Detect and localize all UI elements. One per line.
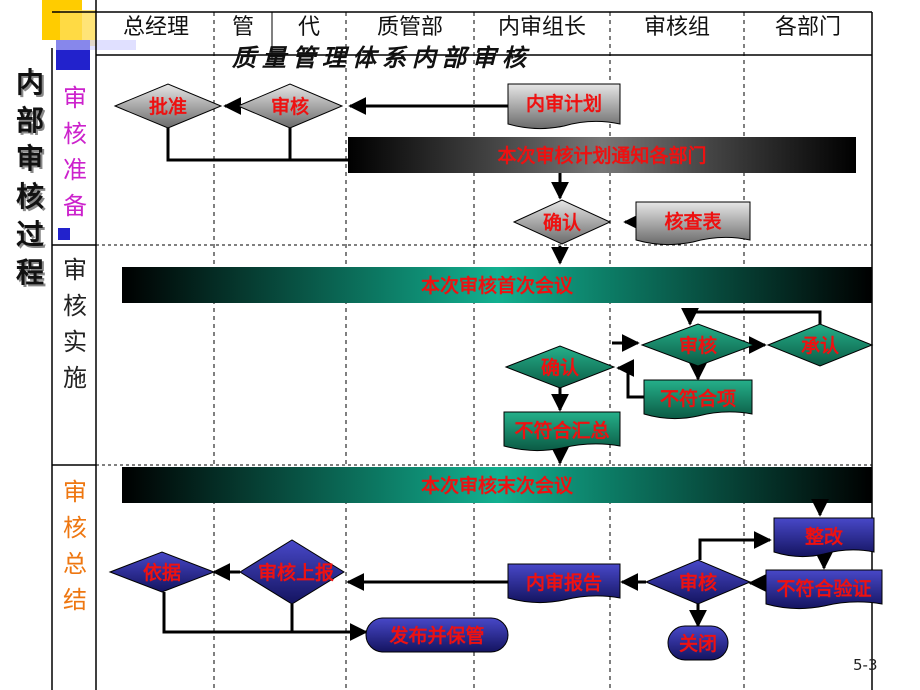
- column-header-general-manager: 总经理: [122, 15, 189, 40]
- confirm1-diamond: [512, 199, 612, 245]
- column-header-management: 管: [231, 15, 254, 40]
- column-header-quality-dept: 质管部: [376, 15, 443, 40]
- confirm2-diamond: [504, 345, 616, 389]
- review2-diamond: [640, 323, 756, 367]
- review3-label: 审核: [679, 571, 717, 594]
- review2-label: 审核: [679, 334, 717, 357]
- approve-label: 批准: [149, 96, 187, 118]
- vertical-title-char: 部: [15, 104, 44, 137]
- nc-summary-label: 不符合汇总: [514, 419, 609, 442]
- publish-terminator: [365, 617, 509, 653]
- review3-diamond: [644, 559, 752, 605]
- checklist-doc: [635, 201, 751, 246]
- vertical-title-char: 程: [15, 256, 44, 289]
- nonconformity-label: 不符合项: [660, 387, 736, 410]
- basis-label: 依据: [143, 561, 181, 584]
- node-shapes: [108, 83, 883, 661]
- review1-diamond: [236, 83, 344, 129]
- acknowledge-label: 承认: [801, 334, 839, 357]
- confirm2-label: 确认: [541, 356, 579, 379]
- acknowledge-diamond: [766, 323, 874, 367]
- slide-title: 质量管理体系内部审核: [232, 43, 532, 72]
- approve-diamond: [113, 83, 223, 129]
- rectify-doc: [773, 517, 875, 558]
- close-terminator: [667, 625, 729, 661]
- vertical-title-char: 内: [15, 66, 44, 99]
- nonconformity-doc: [643, 379, 753, 420]
- connectors: [162, 97, 833, 641]
- nc-verify-label: 不符合验证: [776, 577, 871, 600]
- nc-summary-doc: [503, 411, 621, 452]
- basis-diamond: [108, 551, 216, 593]
- column-header-representative: 代: [297, 15, 320, 40]
- audit-report-doc: [507, 563, 621, 604]
- final-meeting-bar: [122, 467, 872, 503]
- page-number: 5-3: [853, 656, 878, 674]
- phase-label-preparation: 审核 准备: [63, 84, 87, 220]
- phase-label-implementation: 审核 实施: [63, 256, 87, 392]
- first-meeting-bar-label: 本次审核首次会议: [421, 274, 574, 297]
- notify-bar-label: 本次审核计划通知各部门: [497, 144, 706, 167]
- audit-plan-doc: [507, 83, 621, 130]
- report-up-diamond: [239, 539, 345, 605]
- report-up-label: 审核上报: [258, 561, 334, 584]
- phase-label-summary: 审核 总结: [63, 478, 87, 614]
- publish-label: 发布并保管: [388, 624, 484, 647]
- audit-report-label: 内审报告: [526, 571, 602, 594]
- first-meeting-bar: [122, 267, 872, 303]
- audit-plan-label: 内审计划: [526, 92, 602, 115]
- close-label: 关闭: [679, 632, 717, 655]
- rectify-label: 整改: [805, 525, 844, 548]
- checklist-label: 核查表: [664, 210, 722, 233]
- confirm1-label: 确认: [543, 211, 581, 234]
- vertical-title: 内 部 审 核 过 程: [12, 64, 48, 292]
- notify-bar: [348, 137, 856, 173]
- column-header-audit-team: 审核组: [643, 15, 710, 40]
- final-meeting-bar-label: 本次审核末次会议: [421, 474, 574, 497]
- review1-label: 审核: [271, 95, 309, 118]
- nc-verify-doc: [765, 569, 883, 610]
- vertical-title-char: 审: [15, 142, 44, 175]
- column-header-lead-auditor: 内审组长: [497, 15, 586, 40]
- column-header-departments: 各部门: [774, 15, 841, 40]
- vertical-title-char: 过: [15, 218, 44, 251]
- vertical-title-char: 核: [15, 180, 44, 213]
